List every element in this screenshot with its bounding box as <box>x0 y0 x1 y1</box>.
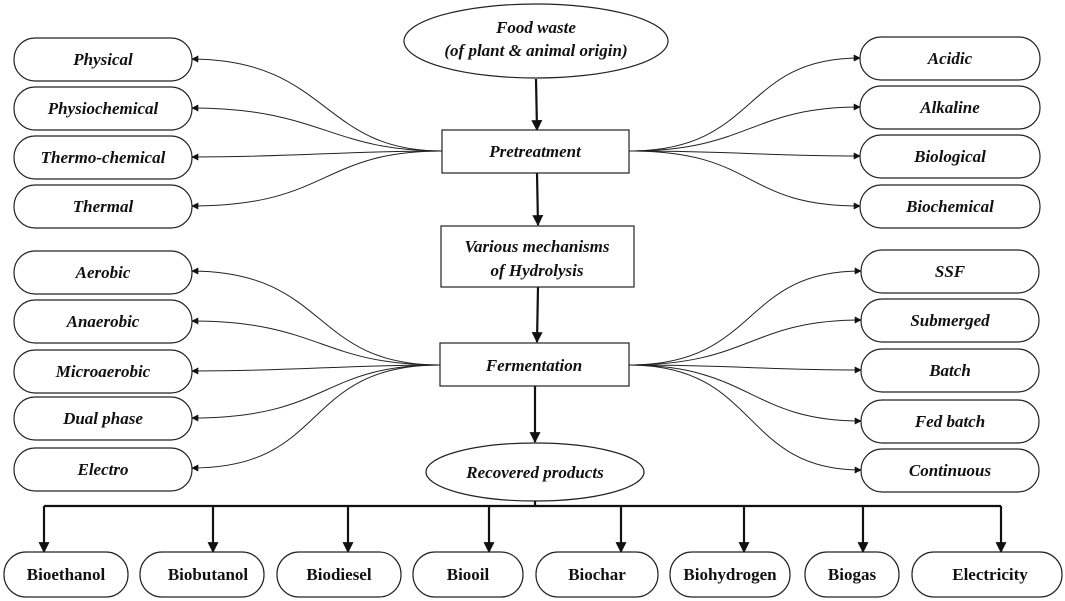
fermentation-option-electro: Electro <box>77 460 129 479</box>
pretreatment-option-biological: Biological <box>913 147 986 166</box>
product-biohydrogen: Biohydrogen <box>683 565 777 584</box>
fermentation-option-dual-phase: Dual phase <box>62 409 143 428</box>
pretreatment-option-thermal: Thermal <box>73 197 134 216</box>
fermentation-option-continuous: Continuous <box>909 461 992 480</box>
connector-fermentation-aerobic <box>191 267 441 366</box>
connector-fermentation-anaerobic <box>191 317 441 366</box>
fermentation-option-ssf: SSF <box>935 262 966 281</box>
pretreatment-option-acidic: Acidic <box>927 49 973 68</box>
hydrolysis-node: Various mechanisms of Hydrolysis <box>440 225 635 288</box>
fermentation-option-fed-batch: Fed batch <box>914 412 985 431</box>
connector-pretreatment-thermal <box>191 150 443 210</box>
fermentation-option-anaerobic: Anaerobic <box>66 312 140 331</box>
fermentation-label: Fermentation <box>485 356 582 375</box>
connector-fermentation-ssf <box>628 267 862 366</box>
arrow-hydrolysis-to-fermentation <box>531 286 543 344</box>
connector-fermentation-submerged <box>628 316 862 366</box>
fermentation-left-group: Aerobic Anaerobic Microaerobic Dual phas… <box>13 250 193 492</box>
pretreatment-option-biochemical: Biochemical <box>905 197 994 216</box>
arrow-pretreatment-to-hydrolysis <box>532 172 544 227</box>
hydrolysis-line-2: of Hydrolysis <box>490 261 583 280</box>
fermentation-option-submerged: Submerged <box>910 311 990 330</box>
products-row: Bioethanol Biobutanol Biodiesel Biooil B… <box>3 551 1063 598</box>
product-drop-arrows <box>38 506 1007 554</box>
connector-pretreatment-physical <box>191 55 443 152</box>
product-electricity: Electricity <box>952 565 1028 584</box>
connector-fermentation-batch <box>628 364 862 374</box>
pretreatment-option-alkaline: Alkaline <box>919 98 980 117</box>
connector-fermentation-fed-batch <box>628 364 862 425</box>
food-waste-line-1: Food waste <box>495 18 576 37</box>
connector-pretreatment-alkaline <box>628 103 861 152</box>
pretreatment-left-group: Physical Physiochemical Thermo-chemical … <box>13 37 193 229</box>
pretreatment-option-physiochemical: Physiochemical <box>47 99 159 118</box>
connector-pretreatment-biological <box>628 150 861 160</box>
product-biogas: Biogas <box>828 565 877 584</box>
food-waste-node: Food waste (of plant & animal origin) <box>403 3 669 79</box>
fermentation-option-batch: Batch <box>928 361 971 380</box>
fermentation-right-group: SSF Submerged Batch Fed batch Continuous <box>860 249 1040 493</box>
product-bioethanol: Bioethanol <box>27 565 106 584</box>
connector-fermentation-electro <box>191 364 441 472</box>
connector-fermentation-microaerobic <box>191 364 441 375</box>
connector-fermentation-dual-phase <box>191 364 441 422</box>
pretreatment-option-physical: Physical <box>72 50 133 69</box>
fermentation-node: Fermentation <box>439 342 630 387</box>
recovered-products-label: Recovered products <box>465 463 604 482</box>
connector-pretreatment-thermo-chemical <box>191 150 443 161</box>
product-biochar: Biochar <box>568 565 626 584</box>
connector-pretreatment-physiochemical <box>191 104 443 152</box>
pretreatment-option-thermo-chemical: Thermo-chemical <box>41 148 166 167</box>
hydrolysis-line-1: Various mechanisms <box>464 237 609 256</box>
product-biobutanol: Biobutanol <box>168 565 249 584</box>
product-biooil: Biooil <box>447 565 490 584</box>
connector-pretreatment-acidic <box>628 54 861 152</box>
fermentation-option-aerobic: Aerobic <box>75 263 131 282</box>
arrow-food-to-pretreatment <box>531 78 543 132</box>
product-biodiesel: Biodiesel <box>306 565 371 584</box>
pretreatment-node: Pretreatment <box>441 129 630 174</box>
connector-fermentation-continuous <box>628 364 862 474</box>
food-waste-line-2: (of plant & animal origin) <box>444 41 627 60</box>
pretreatment-label: Pretreatment <box>488 142 582 161</box>
pretreatment-right-group: Acidic Alkaline Biological Biochemical <box>859 36 1041 229</box>
fermentation-option-microaerobic: Microaerobic <box>55 362 151 381</box>
connector-pretreatment-biochemical <box>628 150 861 210</box>
recovered-products-node: Recovered products <box>425 442 645 502</box>
